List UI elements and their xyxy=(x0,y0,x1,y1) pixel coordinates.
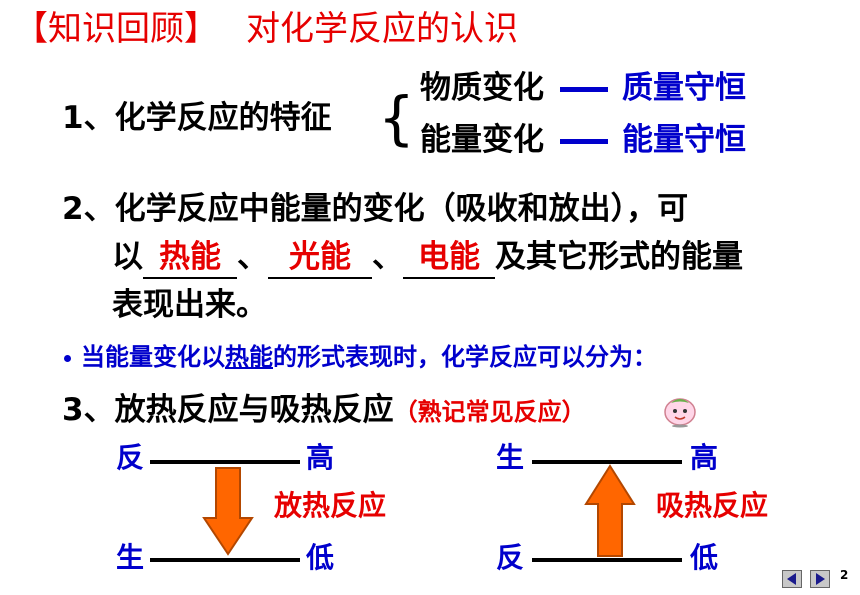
section3-note: （熟记常见反应） xyxy=(393,398,586,426)
exo-high-level-line xyxy=(150,460,300,464)
endo-low-level-line xyxy=(532,558,682,562)
endo-high-level-line xyxy=(532,460,682,464)
separator-2: 、 xyxy=(372,239,403,275)
line2-suffix: 及其它形式的能量 xyxy=(495,239,743,275)
curly-brace: { xyxy=(378,84,415,152)
blank-answer-2: 光能 xyxy=(268,237,372,279)
next-slide-icon[interactable] xyxy=(810,570,830,588)
row1-right-text: 质量守恒 xyxy=(622,70,746,106)
blank-answer-3: 电能 xyxy=(403,237,495,279)
endo-top-right: 高 xyxy=(690,441,719,474)
separator-1: 、 xyxy=(237,239,268,275)
endo-bottom-left: 反 xyxy=(496,541,525,574)
section1-row-1: 物质变化 质量守恒 xyxy=(420,66,746,110)
bullet-dot-icon xyxy=(64,354,71,362)
exo-down-arrow xyxy=(202,467,254,556)
section3-heading: 3、放热反应与吸热反应（熟记常见反应） xyxy=(62,388,586,434)
exo-label: 放热反应 xyxy=(274,489,387,522)
row1-left-text: 物质变化 xyxy=(420,70,544,106)
dash-connector-1 xyxy=(560,87,608,92)
bullet-pre: 当能量变化以 xyxy=(81,343,225,371)
section1-label: 1、化学反应的特征 xyxy=(62,100,332,136)
smiley-face-icon xyxy=(662,394,698,428)
exo-low-level-line xyxy=(150,558,300,562)
title-main: 对化学反应的认识 xyxy=(246,9,518,49)
slide-title: 【知识回顾】对化学反应的认识 xyxy=(14,4,518,54)
section2-line1: 2、化学反应中能量的变化（吸收和放出），可 xyxy=(62,191,689,227)
blank-answer-1: 热能 xyxy=(143,237,237,279)
previous-slide-icon[interactable] xyxy=(782,570,802,588)
exo-top-left: 反 xyxy=(116,441,145,474)
endo-label: 吸热反应 xyxy=(656,489,769,522)
exo-top-right: 高 xyxy=(306,441,335,474)
bullet-post: 的形式表现时，化学反应可以分为： xyxy=(273,343,657,371)
bullet-underlined: 热能 xyxy=(225,343,273,371)
section1-row-2: 能量变化 能量守恒 xyxy=(420,118,746,162)
row2-right-text: 能量守恒 xyxy=(622,122,746,158)
endo-up-arrow xyxy=(584,464,636,557)
section3-label: 3、放热反应与吸热反应 xyxy=(62,392,394,428)
exo-bottom-right: 低 xyxy=(306,541,335,574)
row2-left-text: 能量变化 xyxy=(420,122,544,158)
exo-bottom-left: 生 xyxy=(116,541,145,574)
endo-bottom-right: 低 xyxy=(690,541,719,574)
section2-line3: 表现出来。 xyxy=(112,287,267,323)
line2-prefix: 以 xyxy=(112,239,143,275)
page-number: 2 xyxy=(840,568,849,582)
section2-line2: 以热能、光能、电能及其它形式的能量 xyxy=(112,234,743,280)
bullet-line: 当能量变化以热能的形式表现时，化学反应可以分为： xyxy=(64,340,657,374)
dash-connector-2 xyxy=(560,139,608,144)
title-bracket-part: 【知识回顾】 xyxy=(14,9,218,49)
endo-top-left: 生 xyxy=(496,441,525,474)
